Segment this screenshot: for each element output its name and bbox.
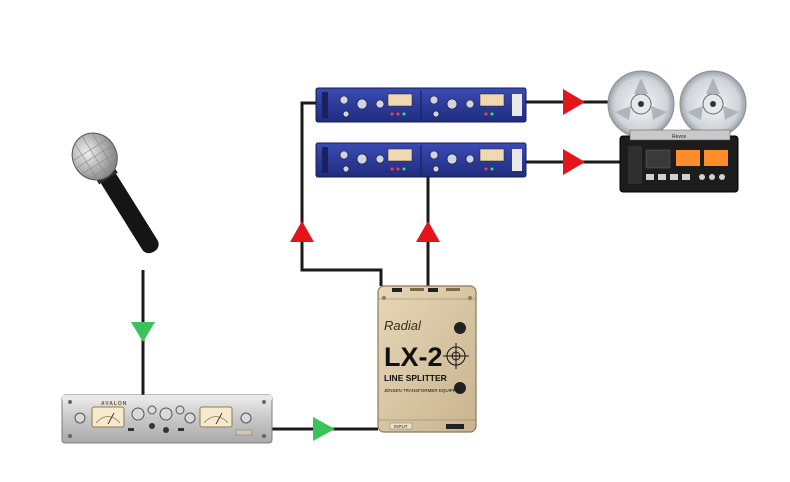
- arrow-red-right-top: [563, 89, 585, 115]
- preamp-brand: AVALON: [101, 401, 127, 407]
- arrow-green-down: [131, 322, 155, 342]
- flow-arrows: [131, 89, 585, 441]
- splitter: Radial LX-2 LINE SPLITTER JENSEN TRANSFO…: [377, 285, 477, 433]
- cable-splitter-to-rack-bottom: [316, 158, 430, 286]
- arrow-green-right: [313, 417, 335, 441]
- tape-reel-left: [607, 70, 675, 138]
- preamp-meter-left: [91, 406, 125, 428]
- splitter-knob-top: [454, 322, 466, 334]
- microphone-body: [100, 171, 159, 254]
- splitter-tagline: JENSEN TRANSFORMER EQUIPPED: [384, 388, 463, 393]
- preamp: AVALON: [61, 394, 273, 444]
- cable-splitter-to-rack-top: [300, 101, 383, 286]
- arrow-red-up-left: [290, 221, 314, 242]
- rack-unit-bottom: [315, 142, 527, 178]
- splitter-input-label: INPUT: [394, 424, 408, 429]
- tape-vu-right: [704, 150, 728, 166]
- preamp-knobs: [74, 405, 252, 424]
- arrow-red-right-bottom: [563, 149, 585, 175]
- splitter-model: LX-2: [384, 342, 443, 372]
- tape-vu-left: [676, 150, 700, 166]
- splitter-crosshair-icon: [443, 343, 469, 369]
- preamp-meter-right: [199, 406, 233, 428]
- splitter-knob-bottom: [454, 382, 466, 394]
- microphone: [71, 132, 159, 254]
- splitter-brand: Radial: [384, 318, 422, 333]
- splitter-subtitle: LINE SPLITTER: [384, 373, 447, 383]
- tape-reel-right: [679, 70, 747, 138]
- tape-recorder: Revox: [607, 70, 747, 193]
- rack-unit-top: [315, 87, 527, 123]
- arrow-red-up-right: [416, 221, 440, 242]
- tape-brand: Revox: [672, 134, 687, 140]
